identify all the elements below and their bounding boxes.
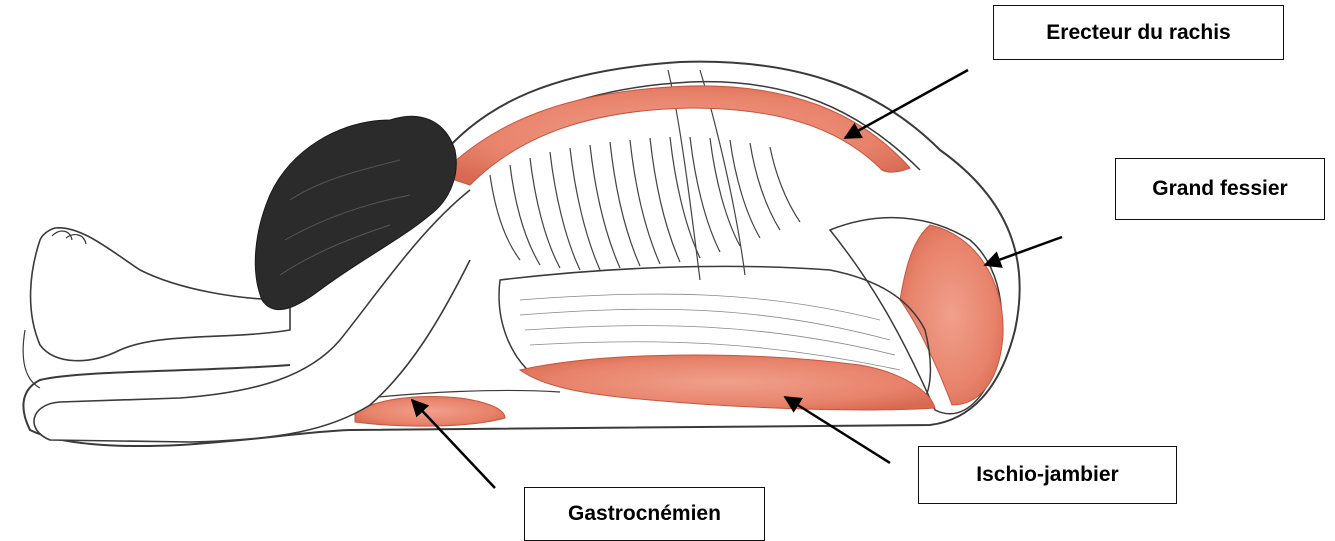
label-erector-text: Erecteur du rachis	[1046, 21, 1230, 45]
arrow-erector	[845, 70, 968, 138]
label-hamstring-text: Ischio-jambier	[976, 463, 1118, 487]
label-gluteus-maximus: Grand fessier	[1115, 158, 1325, 220]
label-hamstring: Ischio-jambier	[918, 446, 1177, 504]
label-glute-text: Grand fessier	[1152, 177, 1287, 201]
label-erector-spinae: Erecteur du rachis	[993, 5, 1284, 60]
arrow-glute	[985, 237, 1062, 265]
feet	[31, 228, 290, 361]
hamstring-muscle	[520, 355, 935, 410]
gastrocnemius-muscle	[355, 397, 505, 427]
label-gastro-text: Gastrocnémien	[568, 502, 721, 526]
